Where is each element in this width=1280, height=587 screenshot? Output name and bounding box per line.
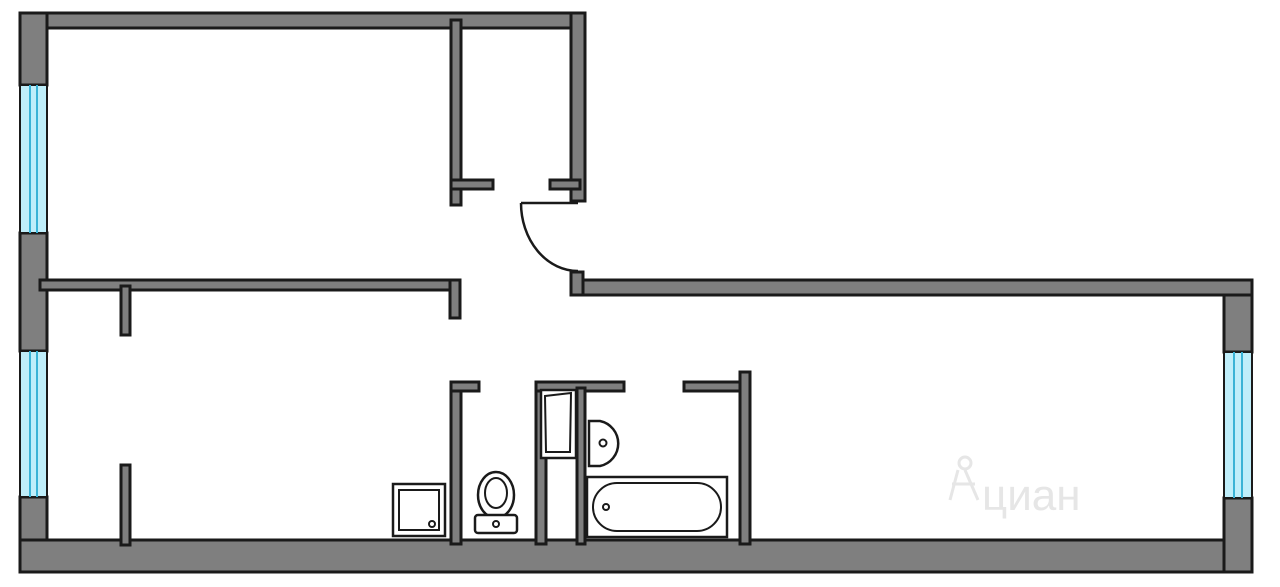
wall-wc-top-stub (449, 380, 481, 393)
toilet-icon (473, 470, 519, 535)
window-left-lower (19, 350, 48, 498)
wall-wc-left (449, 380, 463, 546)
wall-left-upper (18, 11, 49, 87)
bathtub-icon (585, 475, 729, 539)
fixtures (391, 388, 729, 539)
wall-closet-left (449, 18, 463, 207)
interior-walls (38, 18, 752, 547)
washing-machine-icon (539, 388, 578, 460)
wall-bottom (18, 538, 1254, 574)
wall-partition-upper (119, 284, 132, 337)
wall-closet-stub-right (548, 178, 582, 191)
wall-partition-lower (119, 463, 132, 547)
wall-door-jamb-lower (569, 270, 585, 297)
wall-rooms-divider (38, 278, 462, 292)
wall-closet-stub-left (449, 178, 495, 191)
shower-tray-icon (391, 482, 447, 538)
outer-walls (18, 11, 1254, 574)
watermark-figure-icon (948, 455, 980, 501)
wall-top-left (18, 11, 587, 30)
window-right (1223, 351, 1253, 499)
wall-top-right (569, 278, 1254, 297)
wall-right-lower (1222, 496, 1254, 574)
sink-icon (587, 419, 620, 468)
watermark-text: циан (982, 471, 1081, 520)
wall-bath-inner (575, 386, 587, 546)
windows (19, 84, 1253, 499)
window-left-upper (19, 84, 48, 234)
entrance-door (519, 201, 579, 273)
wall-bath-right (738, 370, 752, 546)
wall-left-middle (18, 231, 49, 353)
wall-storage-right (569, 11, 587, 203)
watermark: циан (948, 455, 1081, 520)
wall-divider-end (448, 278, 462, 320)
